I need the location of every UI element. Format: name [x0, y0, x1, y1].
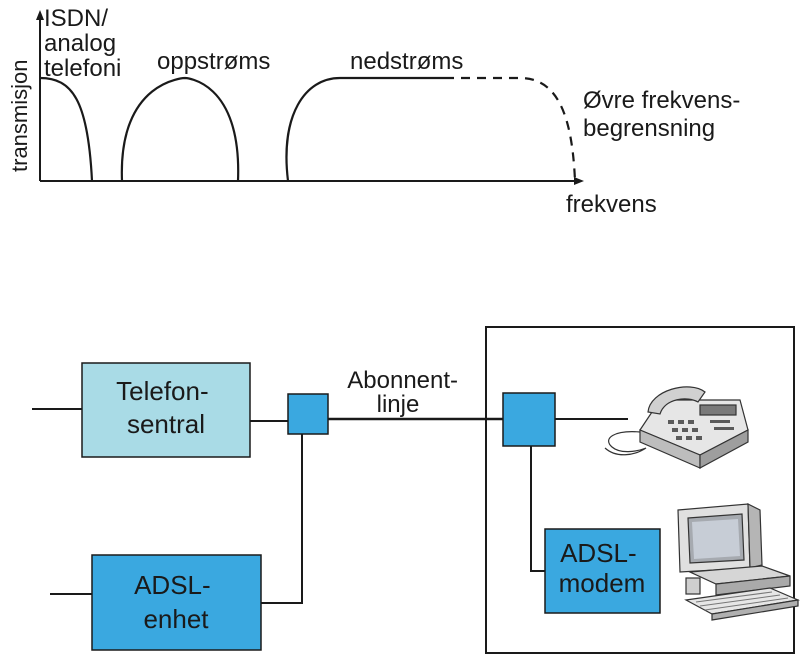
band-downstream-label: nedstrøms: [350, 48, 463, 75]
upper-limit-label: Øvre frekvens- begrensning: [583, 87, 747, 142]
x-axis-arrow: [574, 177, 584, 185]
telephone-exchange-box: [81, 362, 251, 458]
splitter-to-modem-line: [530, 446, 545, 572]
adsl-unit-box: [91, 554, 262, 651]
adsl-modem-label: ADSL- modem: [559, 538, 646, 598]
adsl-modem-box: [544, 528, 661, 614]
band-voice-label: ISDN/ analog telefoni: [44, 5, 123, 82]
upstream-band-curve: [120, 76, 240, 182]
adsl-unit-label: ADSL- enhet: [134, 570, 218, 634]
subscriber-premises-frame: [485, 326, 795, 654]
downstream-band-dashed: [445, 76, 577, 182]
computer-icon: [677, 503, 800, 621]
downstream-band-curve: [285, 76, 445, 182]
telephone-exchange-label: Telefon- sentral: [116, 376, 216, 439]
y-axis-label: transmisjon: [7, 60, 32, 172]
y-axis-arrow: [36, 10, 44, 20]
frequency-spectrum-plot: transmisjon frekvens ISDN/ analog telefo…: [7, 5, 747, 218]
subscriber-splitter: [502, 392, 556, 447]
splitter-to-adsl-unit-line: [261, 434, 303, 604]
adsl-network-diagram: Telefon- sentral ADSL- enhet Abonnent- l…: [32, 326, 800, 654]
telephone-icon: [604, 386, 749, 470]
x-axis-label: frekvens: [566, 191, 657, 218]
exchange-splitter: [287, 393, 329, 435]
voice-band-curve: [39, 76, 94, 182]
subscriber-line-label: Abonnent- linje: [347, 367, 464, 418]
band-upstream-label: oppstrøms: [157, 48, 270, 75]
